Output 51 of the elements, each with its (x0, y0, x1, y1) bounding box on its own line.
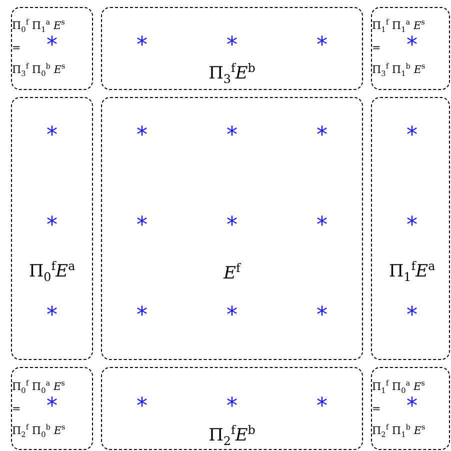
asterisk-mark: * (406, 37, 418, 55)
math-label: = (12, 42, 21, 54)
asterisk-mark: * (46, 127, 58, 145)
asterisk-mark: * (46, 307, 58, 325)
asterisk-mark: * (316, 37, 328, 55)
dashed-region (101, 367, 363, 450)
math-label: = (12, 404, 21, 414)
math-label: Π$_{0}$$^{f}$E$^{a}$ (28, 264, 76, 280)
dashed-region (11, 97, 93, 360)
asterisk-mark: * (406, 127, 418, 145)
math-label: Π$_{0}$$^{f}$ Π$_{0}$$^{a}$ E$^{s}$ (12, 382, 65, 392)
math-label: Π$_{3}$$^{f}$ Π$_{1}$$^{b}$ E$^{s}$ (372, 64, 426, 76)
asterisk-mark: * (226, 37, 238, 55)
asterisk-mark: * (226, 307, 238, 325)
math-label: E$^{f}$ (224, 266, 240, 282)
asterisk-mark: * (136, 127, 148, 145)
asterisk-mark: * (316, 398, 328, 416)
math-label: Π$_{3}$$^{f}$E$^{b}$ (208, 66, 256, 82)
asterisk-mark: * (136, 398, 148, 416)
dashed-region (101, 97, 363, 360)
math-label: Π$_{3}$$^{f}$ Π$_{0}$$^{b}$ E$^{s}$ (12, 64, 66, 76)
math-label: Π$_{1}$$^{f}$E$^{a}$ (388, 264, 436, 280)
dashed-region (11, 7, 93, 90)
math-label: = (372, 42, 381, 54)
asterisk-mark: * (226, 398, 238, 416)
asterisk-mark: * (406, 217, 418, 235)
asterisk-mark: * (136, 37, 148, 55)
asterisk-mark: * (226, 127, 238, 145)
asterisk-mark: * (46, 398, 58, 416)
asterisk-mark: * (46, 37, 58, 55)
math-label: Π$_{2}$$^{f}$ Π$_{1}$$^{b}$ E$^{s}$ (372, 426, 426, 436)
dashed-region (371, 7, 450, 90)
dashed-region (371, 367, 450, 450)
asterisk-mark: * (316, 127, 328, 145)
asterisk-mark: * (406, 307, 418, 325)
math-label: Π$_{0}$$^{f}$ Π$_{1}$$^{a}$ E$^{s}$ (12, 20, 65, 32)
dashed-region (371, 97, 450, 360)
asterisk-mark: * (316, 307, 328, 325)
asterisk-mark: * (226, 217, 238, 235)
math-label: Π$_{1}$$^{f}$ Π$_{0}$$^{a}$ E$^{s}$ (372, 382, 425, 392)
dashed-region (11, 367, 93, 450)
asterisk-mark: * (136, 217, 148, 235)
math-label: Π$_{1}$$^{f}$ Π$_{1}$$^{a}$ E$^{s}$ (372, 20, 425, 32)
math-label: Π$_{2}$$^{f}$E$^{b}$ (208, 428, 256, 444)
asterisk-mark: * (136, 307, 148, 325)
math-label: Π$_{2}$$^{f}$ Π$_{0}$$^{b}$ E$^{s}$ (12, 426, 66, 436)
asterisk-mark: * (46, 217, 58, 235)
asterisk-mark: * (316, 217, 328, 235)
math-label: = (372, 404, 381, 414)
dashed-region (101, 7, 363, 90)
asterisk-mark: * (406, 398, 418, 416)
